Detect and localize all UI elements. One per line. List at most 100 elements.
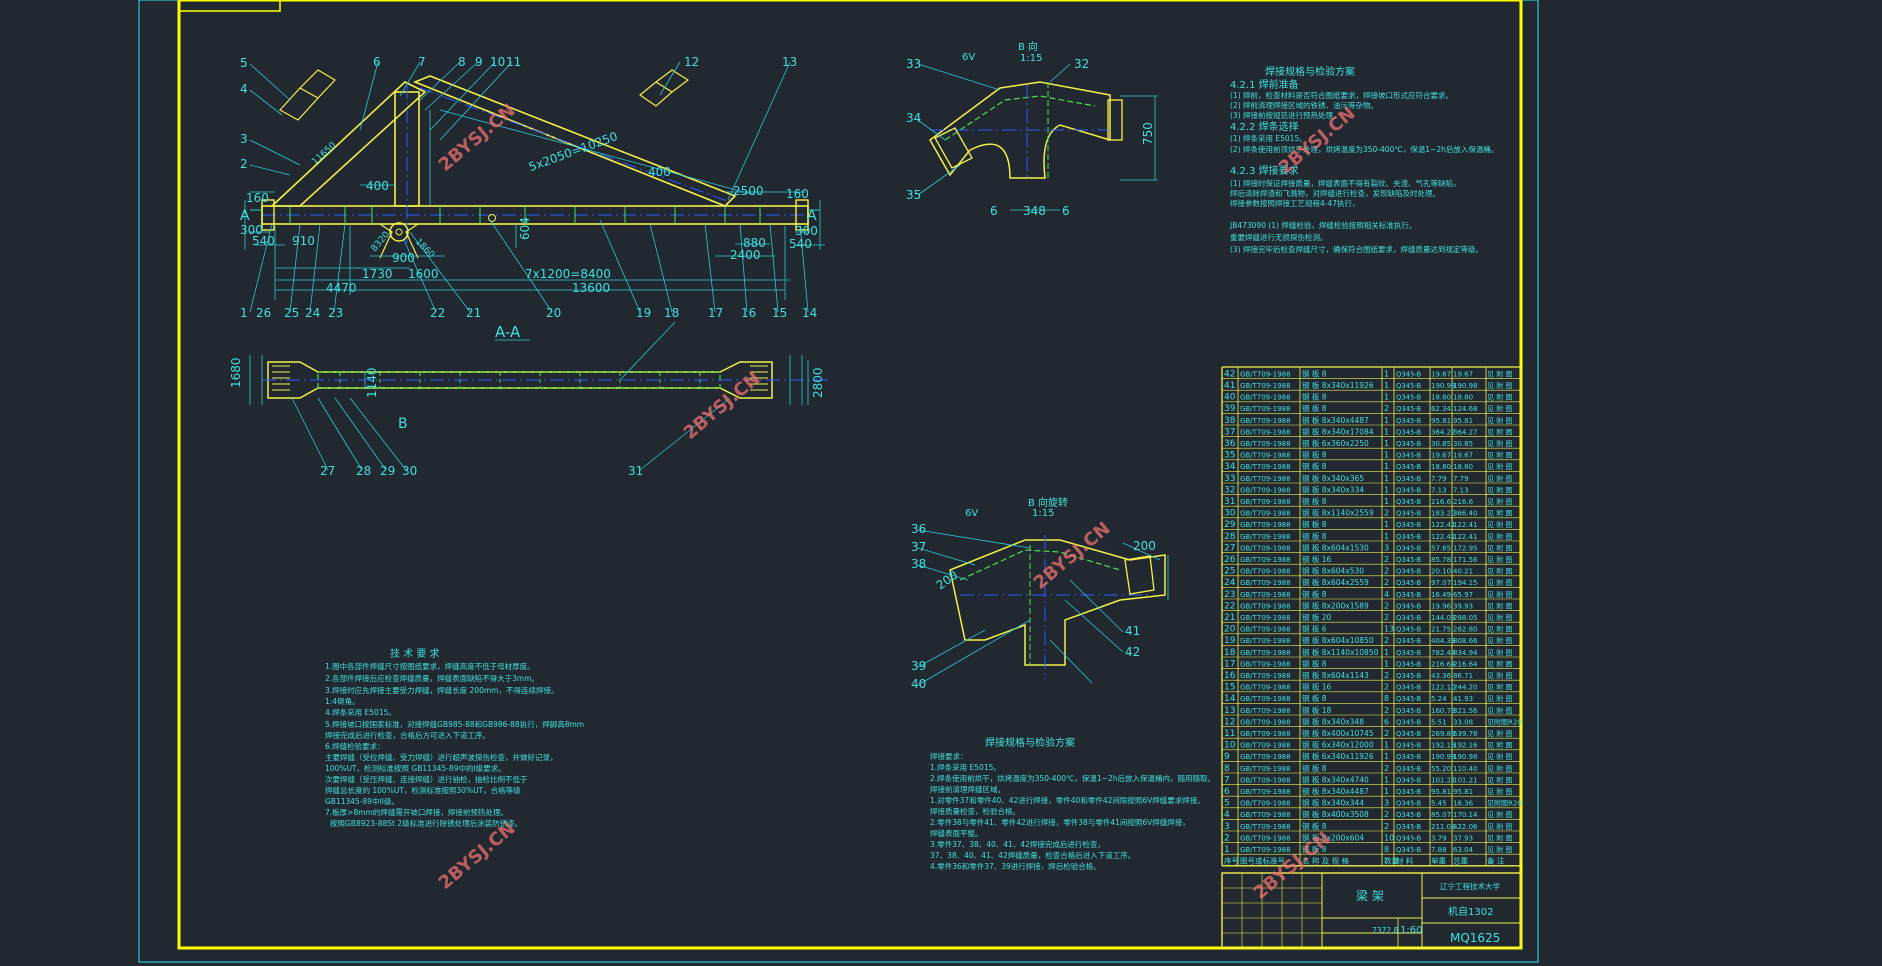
bom-cell: 19 <box>1224 636 1236 646</box>
bom-cell: 6 <box>1224 787 1230 797</box>
bom-cell: 19.67 <box>1453 370 1473 378</box>
bom-cell: GB/T709-1988 <box>1240 440 1291 448</box>
bom-cell: 钢 板 6x360x2250 <box>1302 438 1369 448</box>
bom-cell: 122.41 <box>1453 533 1478 541</box>
bom-cell: 1 <box>1384 741 1389 750</box>
bom-cell: 钢 板 8 <box>1302 450 1327 460</box>
bom-cell: 15 <box>1224 683 1235 693</box>
bom-cell: 见 附 图 <box>1487 393 1512 402</box>
bom-cell: 1 <box>1384 752 1389 761</box>
dim-text: 2500 <box>733 184 764 198</box>
bom-cell: GB/T709-1988 <box>1240 382 1291 390</box>
bom-cell: Q345-B <box>1396 568 1422 576</box>
scale-value: 1:60 <box>1400 925 1422 936</box>
bom-cell: 14 <box>1224 694 1236 704</box>
bom-cell: 钢 板 8x340x334 <box>1302 484 1364 494</box>
dim-text: 400 <box>648 165 671 179</box>
bom-cell: 62.34 <box>1431 405 1452 413</box>
part-number: 22 <box>430 306 445 320</box>
bom-cell: 3 <box>1224 822 1230 832</box>
bom-cell: 95.81 <box>1431 788 1451 796</box>
part-number: 7 <box>418 55 426 69</box>
dim-text: 6 <box>990 204 998 218</box>
dim-text: 540 <box>252 234 275 248</box>
dim-text: 160 <box>786 187 809 201</box>
dim-text: 200 <box>934 568 961 593</box>
note-line: 焊接要求： <box>930 751 968 761</box>
bom-cell: 钢 板 8x604x2559 <box>1302 577 1369 587</box>
notes-title: 技 术 要 求 <box>390 647 440 660</box>
bom-cell: 见 附 图 <box>1487 729 1512 738</box>
bom-cell: 钢 板 8 <box>1302 403 1327 413</box>
part-number: 35 <box>906 188 921 202</box>
section-mark: A <box>240 208 250 224</box>
bom-cell: 2 <box>1384 555 1389 564</box>
bom-cell: 见 附 图 <box>1487 462 1512 471</box>
b-view-1: B 向 1:15 6V 33 32 34 35 348 6 6 750 <box>906 40 1158 218</box>
bom-header-cell: 备 注 <box>1487 856 1505 866</box>
part-number: 17 <box>708 306 723 320</box>
bom-cell: 见 附 图 <box>1487 636 1512 645</box>
bom-cell: GB/T709-1988 <box>1240 486 1291 494</box>
part-number: 6 <box>373 55 381 69</box>
dim-text: 200 <box>1133 539 1156 553</box>
dim-text: 13600 <box>572 281 610 295</box>
bom-cell: 834.94 <box>1453 649 1478 657</box>
part-number: 26 <box>256 306 271 320</box>
bom-cell: 33.08 <box>1453 718 1473 726</box>
bom-cell: 钢 板 8x604x530 <box>1302 566 1364 576</box>
bom-cell: GB/T709-1988 <box>1240 823 1291 831</box>
bom-cell: 1 <box>1384 381 1389 390</box>
bom-cell: 钢 板 8x200x1589 <box>1302 600 1369 610</box>
notes-title: 焊接规格与检验方案 <box>985 736 1075 749</box>
bom-cell: Q345-B <box>1396 660 1422 668</box>
bom-cell: 216.6 <box>1431 498 1452 506</box>
note-line: 焊缝表面平整。 <box>930 828 983 838</box>
dim-text: 8320 <box>370 230 393 254</box>
part-number: 39 <box>911 659 926 673</box>
bom-cell: GB/T709-1988 <box>1240 649 1291 657</box>
bom-cell: 见 附 图 <box>1487 543 1512 552</box>
part-number: 12 <box>684 55 699 69</box>
bom-header-cell: 名 称 及 规 格 <box>1302 856 1350 866</box>
bom-cell: 160.78 <box>1431 707 1456 715</box>
bom-cell: GB/T709-1988 <box>1240 846 1291 854</box>
dim-text: 300 <box>240 223 263 237</box>
bom-cell: 30.85 <box>1453 440 1473 448</box>
bom-cell: 钢 板 16 <box>1302 682 1332 692</box>
dim-text: 400 <box>366 179 389 193</box>
bom-cell: GB/T709-1988 <box>1240 730 1291 738</box>
bom-cell: 28 <box>1224 532 1236 542</box>
bom-cell: Q345-B <box>1396 695 1422 703</box>
bom-cell: Q345-B <box>1396 602 1422 610</box>
part-number: 27 <box>320 464 335 478</box>
bom-cell: GB/T709-1988 <box>1240 475 1291 483</box>
bom-cell: 5.45 <box>1431 800 1447 808</box>
bom-cell: 30 <box>1224 509 1236 519</box>
note-line: 5.焊接坡口按国家标准，对接焊缝GB985-88和GB986-88执行，焊脚高8… <box>325 719 584 729</box>
part-number: 1 <box>240 306 248 320</box>
main-elevation-view: 5 4 3 2 1 6 7 8 9 10 11 12 13 26 25 24 2… <box>240 55 825 320</box>
bom-cell: 钢 板 8 <box>1302 496 1327 506</box>
part-number: 30 <box>402 464 417 478</box>
bom-cell: 23 <box>1224 590 1235 600</box>
class-name: 机自1302 <box>1448 905 1493 918</box>
bom-header-cell: 序号 <box>1224 856 1239 866</box>
school-name: 辽宁工程技术大学 <box>1440 881 1500 891</box>
note-line: 焊接完成后进行检查，合格后方可进入下道工序。 <box>325 730 490 740</box>
bom-cell: GB/T709-1988 <box>1240 834 1291 842</box>
section-label: A-A <box>495 323 521 341</box>
bom-cell: Q345-B <box>1396 521 1422 529</box>
part-number: 18 <box>664 306 679 320</box>
bom-cell: 86.71 <box>1453 672 1473 680</box>
bom-header-cell: 数量 <box>1384 856 1400 866</box>
bom-cell: GB/T709-1988 <box>1240 602 1291 610</box>
bom-cell: 40.21 <box>1453 568 1473 576</box>
bom-cell: 10 <box>1384 833 1394 842</box>
dim-text: 1600 <box>408 267 439 281</box>
bom-cell: 42 <box>1224 369 1235 379</box>
dim-text: 4470 <box>326 281 357 295</box>
bom-cell: 见 附 图 <box>1487 706 1512 715</box>
bom-cell: 10 <box>1224 741 1236 751</box>
watermark: 2BYSJ.CN <box>680 368 765 444</box>
